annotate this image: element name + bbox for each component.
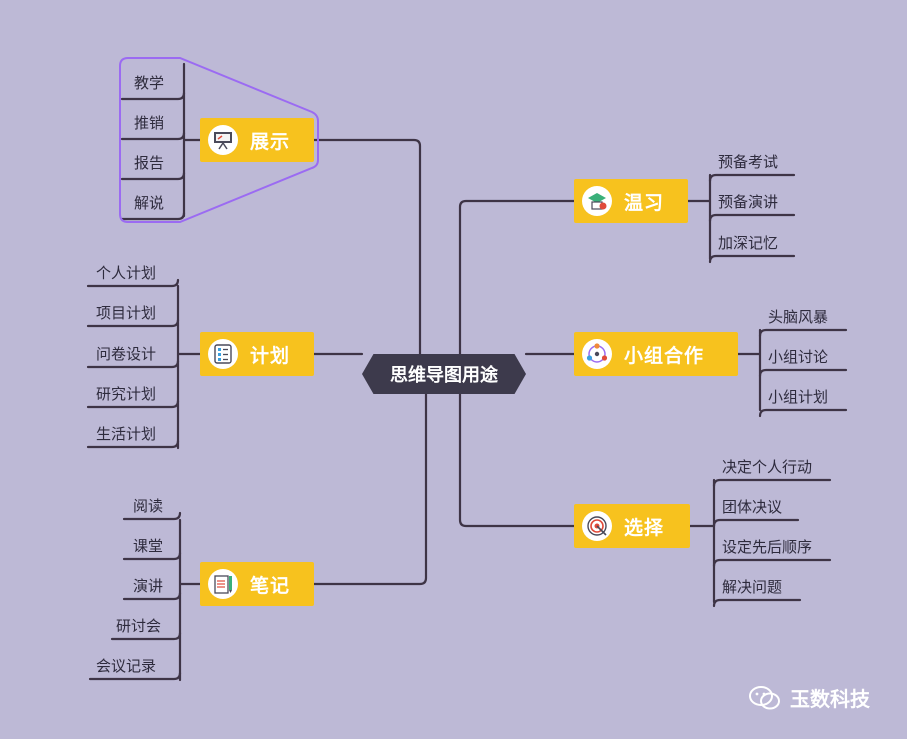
leaf-biji-4: 研讨会: [116, 617, 162, 635]
leaf-zhanshi-2: 推销: [134, 114, 165, 132]
leaf-xiaozu-2: 小组讨论: [768, 348, 829, 366]
leaf-xuanze-2: 团体决议: [722, 498, 783, 516]
target-icon: [582, 511, 612, 541]
node-zhanshi-label: 展示: [250, 130, 291, 153]
node-wenxi: 温习: [574, 179, 688, 223]
node-xiaozu: 小组合作: [574, 332, 738, 376]
presentation-icon: [208, 125, 238, 155]
central-node: 思维导图用途: [362, 354, 526, 394]
study-icon: [582, 186, 612, 216]
connector-xuanze-trunk: [688, 478, 716, 604]
node-xuanze-label: 选择: [624, 516, 665, 539]
leaf-xuanze-3: 设定先后顺序: [722, 538, 813, 556]
leaf-biji-2: 课堂: [133, 537, 164, 555]
leaf-biji-3: 演讲: [133, 577, 164, 595]
leaf-wenxi-3: 加深记忆: [718, 234, 779, 252]
node-xiaozu-label: 小组合作: [624, 344, 705, 367]
node-biji-label: 笔记: [250, 574, 291, 597]
connector-xiaozu-trunk: [736, 328, 762, 412]
leaf-jihua-1: 个人计划: [96, 264, 157, 282]
connector-jihua-leaves: [86, 278, 180, 449]
leaf-biji-5: 会议记录: [96, 657, 157, 675]
leaf-jihua-2: 项目计划: [96, 304, 157, 322]
node-jihua-label: 计划: [250, 344, 291, 367]
leaf-zhanshi-3: 报告: [134, 154, 165, 172]
leaf-wenxi-1: 预备考试: [718, 153, 779, 171]
connector-wenxi-leaves: [708, 173, 796, 264]
leaf-jihua-3: 问卷设计: [96, 345, 157, 363]
connector-center-wenxi: [458, 199, 576, 356]
node-jihua: 计划: [200, 332, 314, 376]
leaf-xiaozu-3: 小组计划: [768, 388, 829, 406]
checklist-icon: [208, 339, 238, 369]
leaf-zhanshi-1: 教学: [134, 74, 165, 92]
notes-icon: [208, 569, 238, 599]
highlight-boundary: [119, 57, 319, 223]
connector-biji-leaves: [88, 511, 182, 681]
team-icon: [582, 339, 612, 369]
leaf-wenxi-2: 预备演讲: [718, 193, 779, 211]
leaf-jihua-5: 生活计划: [96, 425, 157, 443]
leaf-xuanze-1: 决定个人行动: [722, 458, 813, 476]
connector-xiaozu-leaves: [758, 328, 848, 418]
connector-xuanze-leaves: [712, 478, 832, 608]
leaf-jihua-4: 研究计划: [96, 385, 157, 403]
connector-zhanshi-leaves: [120, 91, 186, 221]
watermark-text: 玉数科技: [790, 687, 870, 711]
node-zhanshi: 展示: [200, 118, 314, 162]
leaf-xuanze-4: 解决问题: [722, 578, 783, 596]
leaf-biji-1: 阅读: [133, 497, 164, 515]
node-wenxi-label: 温习: [624, 191, 665, 214]
connector-biji-trunk: [178, 518, 202, 682]
connector-center-biji: [312, 392, 428, 586]
leaf-zhanshi-4: 解说: [134, 194, 165, 212]
connector-wenxi-trunk: [686, 173, 712, 261]
wechat-icon: [749, 685, 780, 709]
connector-zhanshi-trunk: [182, 62, 202, 218]
connector-center-xuanze: [458, 392, 576, 528]
connector-center-zhanshi: [312, 138, 422, 356]
node-xuanze: 选择: [574, 504, 690, 548]
connector-jihua-trunk: [176, 284, 202, 450]
node-biji: 笔记: [200, 562, 314, 606]
watermark: 玉数科技: [748, 683, 870, 712]
leaf-xiaozu-1: 头脑风暴: [768, 308, 829, 326]
